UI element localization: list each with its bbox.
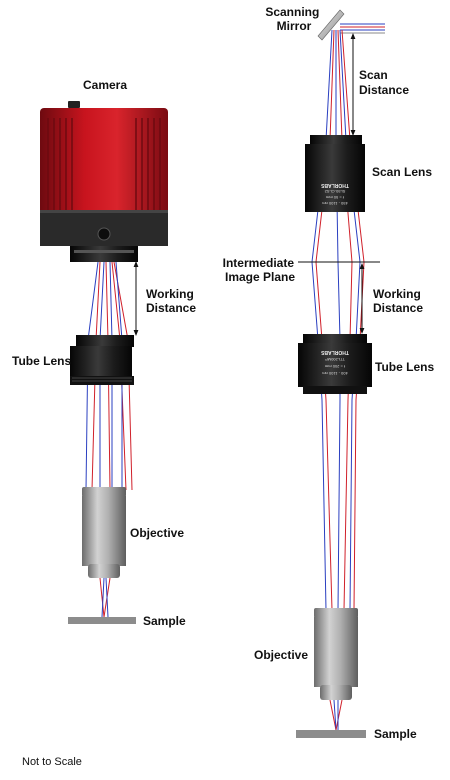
right-ray-red-2: [337, 29, 353, 611]
scanning-mirror: [317, 9, 345, 41]
camera-lens-mount: [70, 246, 138, 262]
tube-lens-right-top: [303, 334, 367, 344]
objective-right-body: [314, 617, 358, 687]
right-ray-red-1: [315, 29, 335, 611]
sample-right-slide: [296, 730, 366, 738]
scan-lens-focal: f = 50 mm: [325, 195, 344, 200]
tube-lens-right-label: Tube Lens: [375, 360, 434, 374]
camera-led-icon: [97, 227, 111, 241]
tube-lens-left-grip: [72, 377, 132, 382]
scan-lens-body: [305, 144, 365, 212]
right-ray-sample-1: [329, 699, 337, 731]
scan-lens-model: SL50-CLS2: [324, 189, 345, 194]
left-ray-red-sample-1: [99, 577, 105, 618]
right-ray-blue-1: [311, 29, 333, 611]
objective-right: [314, 608, 358, 700]
objective-right-tip: [320, 685, 352, 700]
camera-top-connector: [68, 101, 80, 108]
objective-left-collar: [82, 487, 126, 497]
tube-lens-right-body: [298, 343, 372, 387]
intermediate-image-plane-label: Intermediate Image Plane: [223, 256, 298, 284]
right-ray-blue-3: [339, 29, 361, 611]
camera-label: Camera: [83, 78, 127, 92]
tube-lens-left-body: [70, 346, 132, 378]
objective-left-tip: [88, 564, 120, 578]
tube-lens-model: TTL200MP: [325, 357, 345, 362]
objective-right-label: Objective: [254, 648, 308, 662]
objective-left: [82, 487, 126, 578]
objective-left-body: [82, 496, 126, 566]
camera-front-highlight: [40, 210, 168, 213]
scan-lens: THORLABS SL50-CLS2 f = 50 mm 450 - 1100 …: [305, 135, 365, 212]
not-to-scale-note: Not to Scale: [22, 756, 82, 768]
tube-lens-left-flange: [70, 376, 134, 385]
tube-lens-right: THORLABS TTL200MP f = 200 mm 400 - 1100 …: [298, 334, 372, 394]
right-ray-sample-2: [333, 699, 337, 731]
camera: [40, 101, 168, 262]
sample-left-label: Sample: [143, 614, 186, 628]
camera-mount-ring: [74, 250, 134, 253]
right-ray-sample-3: [335, 699, 343, 731]
working-distance-label-left: Working Distance: [146, 287, 197, 315]
tube-lens-brand: THORLABS: [320, 349, 348, 355]
left-ray-blue-sample-2: [105, 577, 109, 618]
left-ray-blue-sample-1: [101, 577, 105, 618]
scan-lens-label: Scan Lens: [372, 165, 432, 179]
scan-lens-top-ring: [310, 135, 362, 145]
tube-lens-left-label: Tube Lens: [12, 354, 71, 368]
sample-right-label: Sample: [374, 727, 417, 741]
scan-distance-label: Scan Distance: [359, 68, 409, 97]
tube-lens-left: [70, 335, 134, 385]
right-ray-blue-2: [335, 30, 341, 611]
tube-lens-right-bottom: [303, 386, 367, 394]
tube-lens-left-top: [76, 335, 134, 347]
sample-left-slide: [68, 617, 136, 624]
scan-lens-range: 450 - 1100 nm: [322, 201, 348, 206]
scanning-mirror-label: Scanning Mirror: [265, 5, 322, 33]
working-distance-label-right: Working Distance: [373, 287, 424, 315]
scan-lens-brand: THORLABS: [320, 182, 348, 188]
objective-left-label: Objective: [130, 526, 184, 540]
objective-right-collar: [314, 608, 358, 618]
scanning-mirror-plate: [317, 9, 345, 41]
tube-lens-focal: f = 200 mm: [324, 364, 345, 369]
camera-heat-fins: [47, 118, 161, 218]
tube-lens-range: 400 - 1100 nm: [322, 371, 348, 376]
